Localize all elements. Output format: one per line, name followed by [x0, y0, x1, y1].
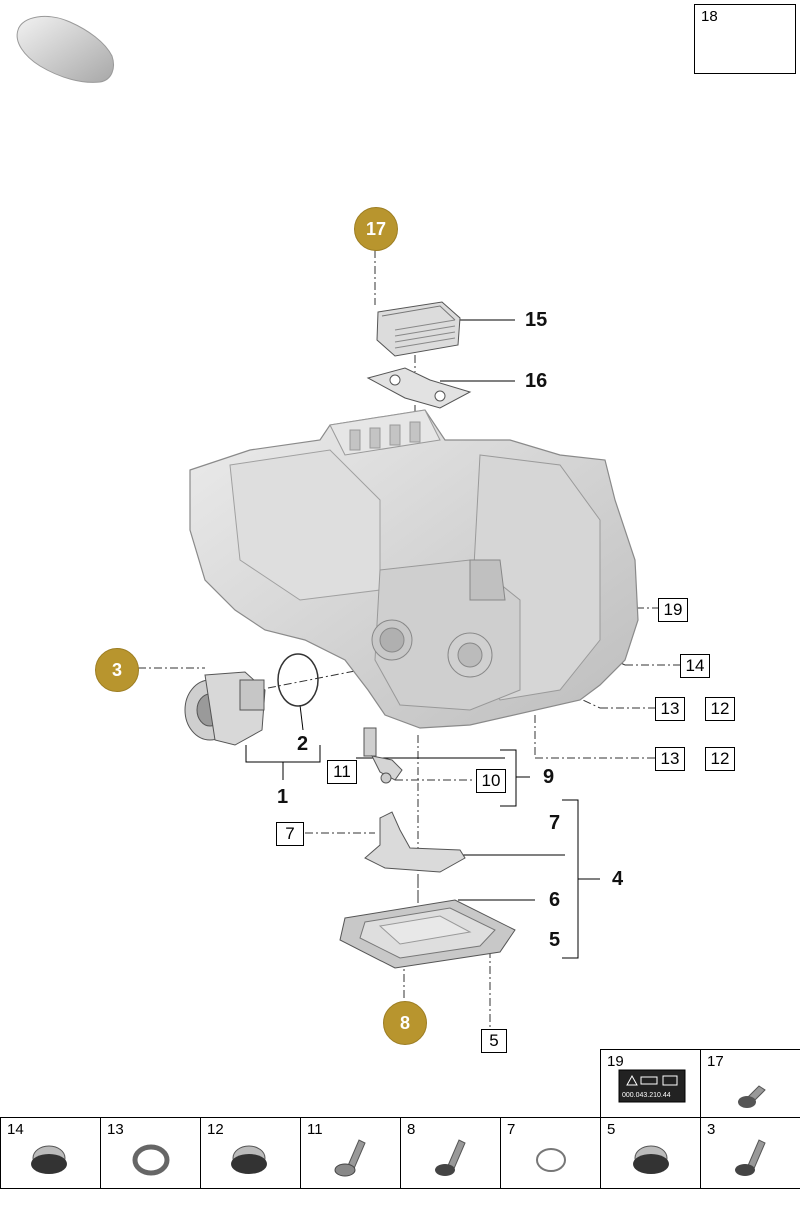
thumb-8[interactable]: 8 [400, 1117, 502, 1189]
thumb-11-number: 11 [307, 1121, 323, 1138]
marker-3[interactable]: 3 [95, 648, 139, 692]
thumb-7-number: 7 [507, 1121, 516, 1138]
thumb-14[interactable]: 14 [0, 1117, 102, 1189]
bolt-icon-3 [735, 1139, 766, 1176]
box-19[interactable]: 19 [658, 598, 688, 622]
callout-5: 5 [549, 929, 561, 951]
fitting-part [363, 727, 403, 784]
thumb-18[interactable]: 18 [694, 4, 796, 74]
screw-icon [334, 1139, 366, 1177]
box-5[interactable]: 5 [481, 1029, 507, 1053]
vehicle-silhouette-icon [16, 16, 114, 83]
o-ring-part [277, 653, 319, 707]
callout-lines [245, 319, 600, 959]
box-11[interactable]: 11 [327, 760, 357, 784]
thumb-19-number: 19 [607, 1053, 624, 1070]
callout-15: 15 [525, 309, 548, 331]
oil-filter-part [364, 811, 466, 873]
marker-17[interactable]: 17 [354, 207, 398, 251]
thumb-5[interactable]: 5 [600, 1117, 702, 1189]
thumb-17-number: 17 [707, 1053, 724, 1070]
box-12-upper[interactable]: 12 [705, 697, 735, 721]
box-13-upper[interactable]: 13 [655, 697, 685, 721]
drain-plug-icon [633, 1145, 669, 1174]
callout-4: 4 [612, 868, 624, 890]
plug-icon [231, 1145, 267, 1174]
flange-bolt-icon [435, 1139, 466, 1176]
callout-16: 16 [525, 370, 548, 392]
thumb-8-number: 8 [407, 1121, 416, 1138]
sticker-code: 000.043.210.44 [622, 1092, 671, 1099]
box-12-lower[interactable]: 12 [705, 747, 735, 771]
thumb-18-number: 18 [701, 8, 718, 25]
thumb-3[interactable]: 3 [700, 1117, 800, 1189]
box-13-lower[interactable]: 13 [655, 747, 685, 771]
thumb-3-number: 3 [707, 1121, 716, 1138]
thumb-7[interactable]: 7 [500, 1117, 602, 1189]
callout-7: 7 [549, 812, 561, 834]
thumb-12-number: 12 [207, 1121, 224, 1138]
gasket-part [366, 367, 472, 409]
thumb-17[interactable]: 17 [700, 1049, 800, 1119]
thumb-13-number: 13 [107, 1121, 124, 1138]
leader-lines [138, 250, 680, 1028]
seal-ring-icon [132, 1144, 170, 1176]
pump-assembly-part [184, 671, 266, 746]
callout-2: 2 [297, 733, 309, 755]
box-7[interactable]: 7 [276, 822, 304, 846]
thumb-14-number: 14 [7, 1121, 24, 1138]
callout-9: 9 [543, 766, 555, 788]
oil-pan-part [339, 899, 516, 969]
seal-cap-icon [31, 1145, 67, 1174]
warning-label-icon: 000.043.210.44 [618, 1069, 686, 1103]
thumb-12[interactable]: 12 [200, 1117, 302, 1189]
callout-6: 6 [549, 889, 561, 911]
marker-8[interactable]: 8 [383, 1001, 427, 1045]
transmission-housing [189, 409, 639, 729]
bolt-icon [738, 1085, 766, 1108]
callout-1: 1 [277, 786, 289, 808]
thumb-5-number: 5 [607, 1121, 616, 1138]
thumb-11[interactable]: 11 [300, 1117, 402, 1189]
thumb-13[interactable]: 13 [100, 1117, 202, 1189]
box-14[interactable]: 14 [680, 654, 710, 678]
box-10[interactable]: 10 [476, 769, 506, 793]
thumb-19[interactable]: 19 000.043.210.44 [600, 1049, 702, 1119]
oil-cooler-part [376, 301, 461, 357]
o-ring-icon [536, 1148, 566, 1172]
